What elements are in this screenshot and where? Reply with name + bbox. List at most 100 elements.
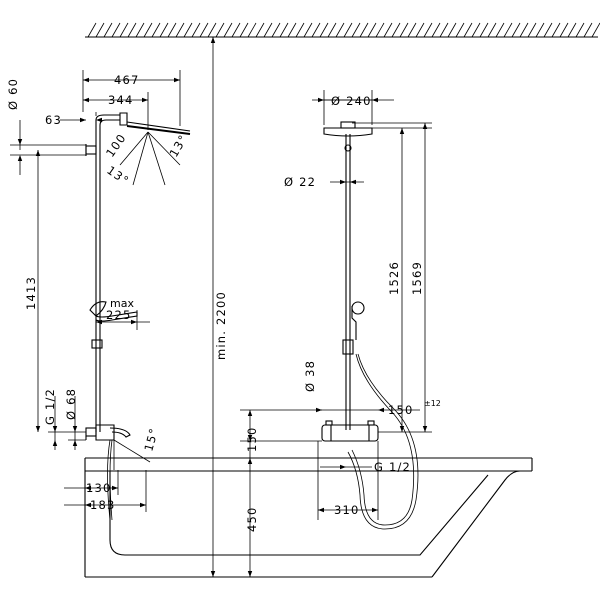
ceiling-hatch-line [119,22,129,38]
dimension-labels: 467 344 63 Ø 60 100 13° 13° 1413 max 225… [6,73,441,532]
dimension-arrowhead [372,507,378,513]
dimension-arrowhead [247,410,253,416]
dimension-arrowhead [350,179,356,185]
ceiling-hatch-line [327,22,337,38]
ceiling-hatch-line [239,22,249,38]
ceiling-hatch-line [479,22,489,38]
ceiling-hatch-line [447,22,457,38]
dim-183: 183 [90,498,116,512]
dimension-arrowhead [340,179,346,185]
ceiling-hatch-line [511,22,521,38]
dim-240: Ø 240 [331,94,372,108]
dimension-arrowhead [318,97,324,103]
dimension-arrowhead [96,117,102,123]
dimension-arrowhead [399,128,405,134]
ceiling-hatch-line [567,22,577,38]
dimension-arrowhead [372,97,378,103]
dimension-arrowhead [85,502,91,508]
dimension-arrowhead [35,150,41,156]
dim-g12-left: G 1/2 [43,388,57,425]
ceiling-hatch-line [279,22,289,38]
dimension-arrowhead [80,117,86,123]
dimension-arrowhead [316,407,322,413]
dimension-arrowhead [96,319,102,325]
dim-2200: min. 2200 [214,291,228,360]
ceiling-hatch-line [151,22,161,38]
ceiling-hatch-line [439,22,449,38]
ceiling-hatch-line [463,22,473,38]
dimension-arrowhead [72,440,78,446]
dim-1413: 1413 [24,276,38,310]
dimension-arrowhead [35,426,41,432]
dim-225: 225 [106,308,132,322]
dim-60: Ø 60 [6,78,20,110]
ceiling-hatch-line [351,22,361,38]
dimension-arrowhead [112,485,118,491]
arrowheads [17,37,428,577]
ceiling-hatch-line [471,22,481,38]
dimension-arrowhead [140,502,146,508]
dimension-arrowhead [247,435,253,441]
dim-68: Ø 68 [64,388,78,420]
ceiling-hatch-line [175,22,185,38]
ceiling-hatch-line [255,22,265,38]
dimension-arrowhead [83,77,89,83]
dimension-arrowhead [422,123,428,129]
dimension-arrowhead [210,571,216,577]
dim-tolerance-12: ±12 [424,399,441,408]
ceiling-hatch-line [231,22,241,38]
ceiling-hatch-line [111,22,121,38]
dim-max: max [110,297,134,310]
ceiling-hatch-line [383,22,393,38]
ceiling-hatch-line [87,22,97,38]
dim-22: Ø 22 [284,175,316,189]
dim-310: 310 [334,503,360,517]
dimension-arrowhead [247,571,253,577]
ceiling-hatch-line [551,22,561,38]
ceiling-hatch-line [399,22,409,38]
dimension-arrowhead [399,426,405,432]
ceiling-hatch-line [375,22,385,38]
ceiling-hatch-line [591,22,600,38]
dim-1569: 1569 [410,261,424,295]
ceiling-hatch-line [495,22,505,38]
ceiling-hatch-line [191,22,201,38]
ceiling-hatch-line [527,22,537,38]
dimension-arrowhead [131,319,137,325]
dim-13-b: 13° [104,163,132,188]
dimension-arrowhead [378,407,384,413]
dimension-arrowhead [422,426,428,432]
left-shower-side-view [85,112,191,521]
ceiling-hatch-line [575,22,585,38]
ceiling-hatch-line [247,22,257,38]
dim-150-right: 150 [388,403,414,417]
ceiling-hatch-line [183,22,193,38]
dimension-arrowhead [85,485,91,491]
ceiling-hatch-line [295,22,305,38]
ceiling-hatch-line [271,22,281,38]
ceiling-hatch-line [263,22,273,38]
dim-13-a: 13° [166,132,190,160]
ceiling-hatch-line [215,22,225,38]
dimension-arrowhead [83,97,89,103]
dim-15: 15° [141,426,161,453]
ceiling-hatch-line [127,22,137,38]
ceiling-hatch-line [487,22,497,38]
dim-467: 467 [114,73,140,87]
dim-1526: 1526 [387,261,401,295]
dim-130: 130 [86,481,112,495]
dimension-arrowhead [174,77,180,83]
ceiling-hatch-line [583,22,593,38]
ceiling-hatch-line [423,22,433,38]
dim-63: 63 [45,113,62,127]
ceiling-hatch-line [519,22,529,38]
dimension-arrowhead [17,139,23,145]
ceiling-hatch-line [543,22,553,38]
right-shower-front-view [321,121,419,530]
dimension-arrowhead [340,464,346,470]
dimension-arrowhead [142,97,148,103]
ceiling-hatch-line [167,22,177,38]
dim-38: Ø 38 [303,360,317,392]
dimension-arrowhead [247,458,253,464]
ceiling-hatch-line [303,22,313,38]
